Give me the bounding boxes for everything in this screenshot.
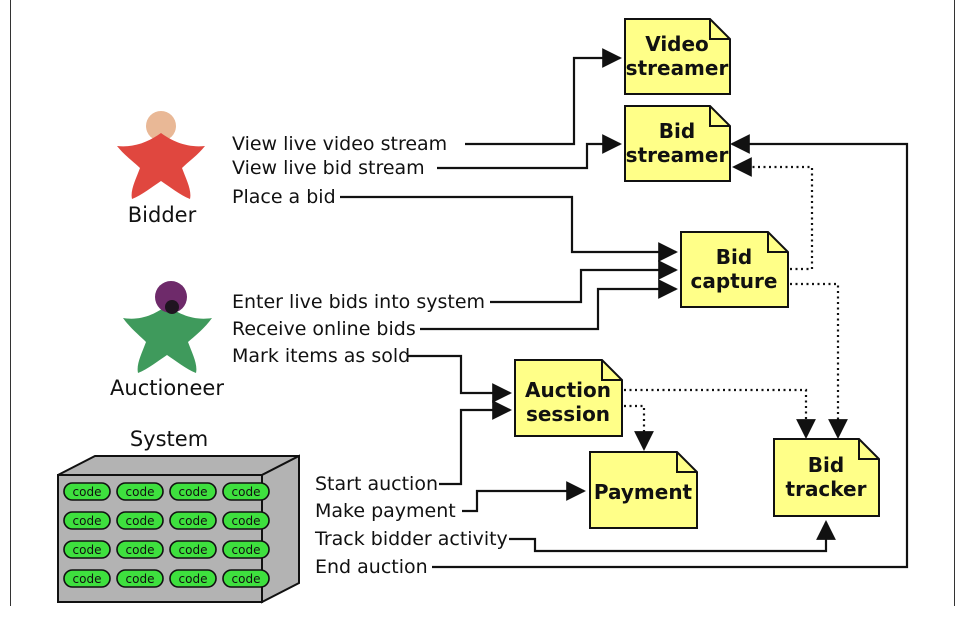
code-pill-label: code (73, 572, 102, 586)
wire-track-activity (509, 520, 836, 553)
code-grid: code code code code code code code code code code… (63, 482, 270, 588)
code-pill: code (63, 482, 111, 501)
code-pill: code (222, 511, 270, 530)
bid-streamer-line2: streamer (626, 143, 729, 167)
auctioneer-body-icon (123, 305, 212, 373)
auction-session-line1: Auction (525, 378, 611, 402)
component-auction-session: Auction session (514, 359, 623, 437)
video-streamer-line2: streamer (626, 56, 729, 80)
code-pill-label: code (232, 572, 261, 586)
code-pill: code (63, 540, 111, 559)
code-pill: code (222, 569, 270, 588)
action-track-activity: Track bidder activity (314, 528, 508, 550)
wire-mark-sold (408, 354, 512, 403)
component-bid-streamer: Bid streamer (624, 105, 731, 182)
code-pill-label: code (179, 514, 208, 528)
dotted-session-to-tracker (624, 388, 816, 439)
bidder-label: Bidder (128, 203, 197, 227)
code-pill: code (116, 482, 164, 501)
code-pill: code (169, 569, 217, 588)
action-make-payment: Make payment (315, 500, 456, 522)
component-bid-capture: Bid capture (680, 231, 789, 308)
code-pill-label: code (73, 485, 102, 499)
auctioneer-head-icon (155, 281, 187, 313)
wire-receive-bids (420, 279, 678, 331)
component-bid-tracker: Bid tracker (773, 438, 880, 517)
code-pill: code (116, 511, 164, 530)
code-pill: code (222, 540, 270, 559)
bid-capture-line1: Bid (716, 245, 752, 269)
bidder-head-icon (146, 111, 176, 141)
bidder-actions: View live video stream View live bid str… (232, 133, 447, 208)
code-pill: code (116, 569, 164, 588)
video-streamer-line1: Video (645, 32, 709, 56)
bidder-actor: Bidder (117, 111, 205, 227)
wire-place-bid (340, 195, 678, 262)
code-pill-label: code (73, 514, 102, 528)
server-top-face (57, 455, 300, 476)
bidder-body-icon (117, 133, 205, 199)
code-pill-label: code (232, 543, 261, 557)
code-pill: code (169, 540, 217, 559)
wire-enter-bids (490, 260, 678, 304)
bid-tracker-line2: tracker (786, 477, 867, 501)
code-pill: code (63, 569, 111, 588)
code-pill-label: code (126, 514, 155, 528)
code-pill-label: code (179, 572, 208, 586)
code-pill: code (169, 511, 217, 530)
diagram-frame (10, 0, 955, 606)
action-mark-sold: Mark items as sold (232, 345, 410, 367)
connectors (340, 48, 909, 569)
dotted-capture-to-streamer (732, 157, 814, 271)
bid-capture-line2: capture (691, 269, 778, 293)
auctioneer-head-shadow-icon (165, 300, 179, 314)
dotted-capture-to-tracker (790, 282, 848, 439)
code-pill-label: code (179, 485, 208, 499)
code-pill-label: code (126, 485, 155, 499)
wire-video-stream (465, 48, 622, 146)
wire-bid-stream (437, 134, 622, 170)
wire-make-payment (462, 481, 586, 513)
auction-session-line2: session (526, 402, 610, 426)
action-end-auction: End auction (315, 556, 428, 578)
auctioneer-actions: Enter live bids into system Receive onli… (232, 291, 485, 367)
code-pill: code (169, 482, 217, 501)
bid-streamer-line1: Bid (659, 119, 695, 143)
component-payment: Payment (589, 451, 698, 529)
component-video-streamer: Video streamer (624, 18, 731, 95)
code-pill-label: code (126, 543, 155, 557)
bid-tracker-line1: Bid (808, 453, 844, 477)
auctioneer-actor: Auctioneer (110, 281, 224, 400)
code-pill-label: code (73, 543, 102, 557)
wire-start-auction (439, 400, 512, 486)
action-place-bid: Place a bid (232, 186, 336, 208)
dotted-session-to-payment (624, 404, 654, 451)
action-receive-bids: Receive online bids (232, 318, 416, 340)
code-pill-label: code (232, 485, 261, 499)
code-pill-label: code (179, 543, 208, 557)
action-view-bids: View live bid stream (232, 157, 425, 179)
code-pill: code (63, 511, 111, 530)
action-enter-bids: Enter live bids into system (232, 291, 485, 313)
auctioneer-label: Auctioneer (110, 376, 224, 400)
code-pill-label: code (126, 572, 155, 586)
code-pill: code (116, 540, 164, 559)
system-actions: Start auction Make payment Track bidder … (314, 473, 508, 578)
action-view-video: View live video stream (232, 133, 447, 155)
code-pill: code (222, 482, 270, 501)
wire-end-auction (432, 134, 909, 569)
payment-label: Payment (594, 480, 693, 504)
action-start-auction: Start auction (315, 473, 438, 495)
code-pill-label: code (232, 514, 261, 528)
system-label: System (130, 427, 208, 451)
